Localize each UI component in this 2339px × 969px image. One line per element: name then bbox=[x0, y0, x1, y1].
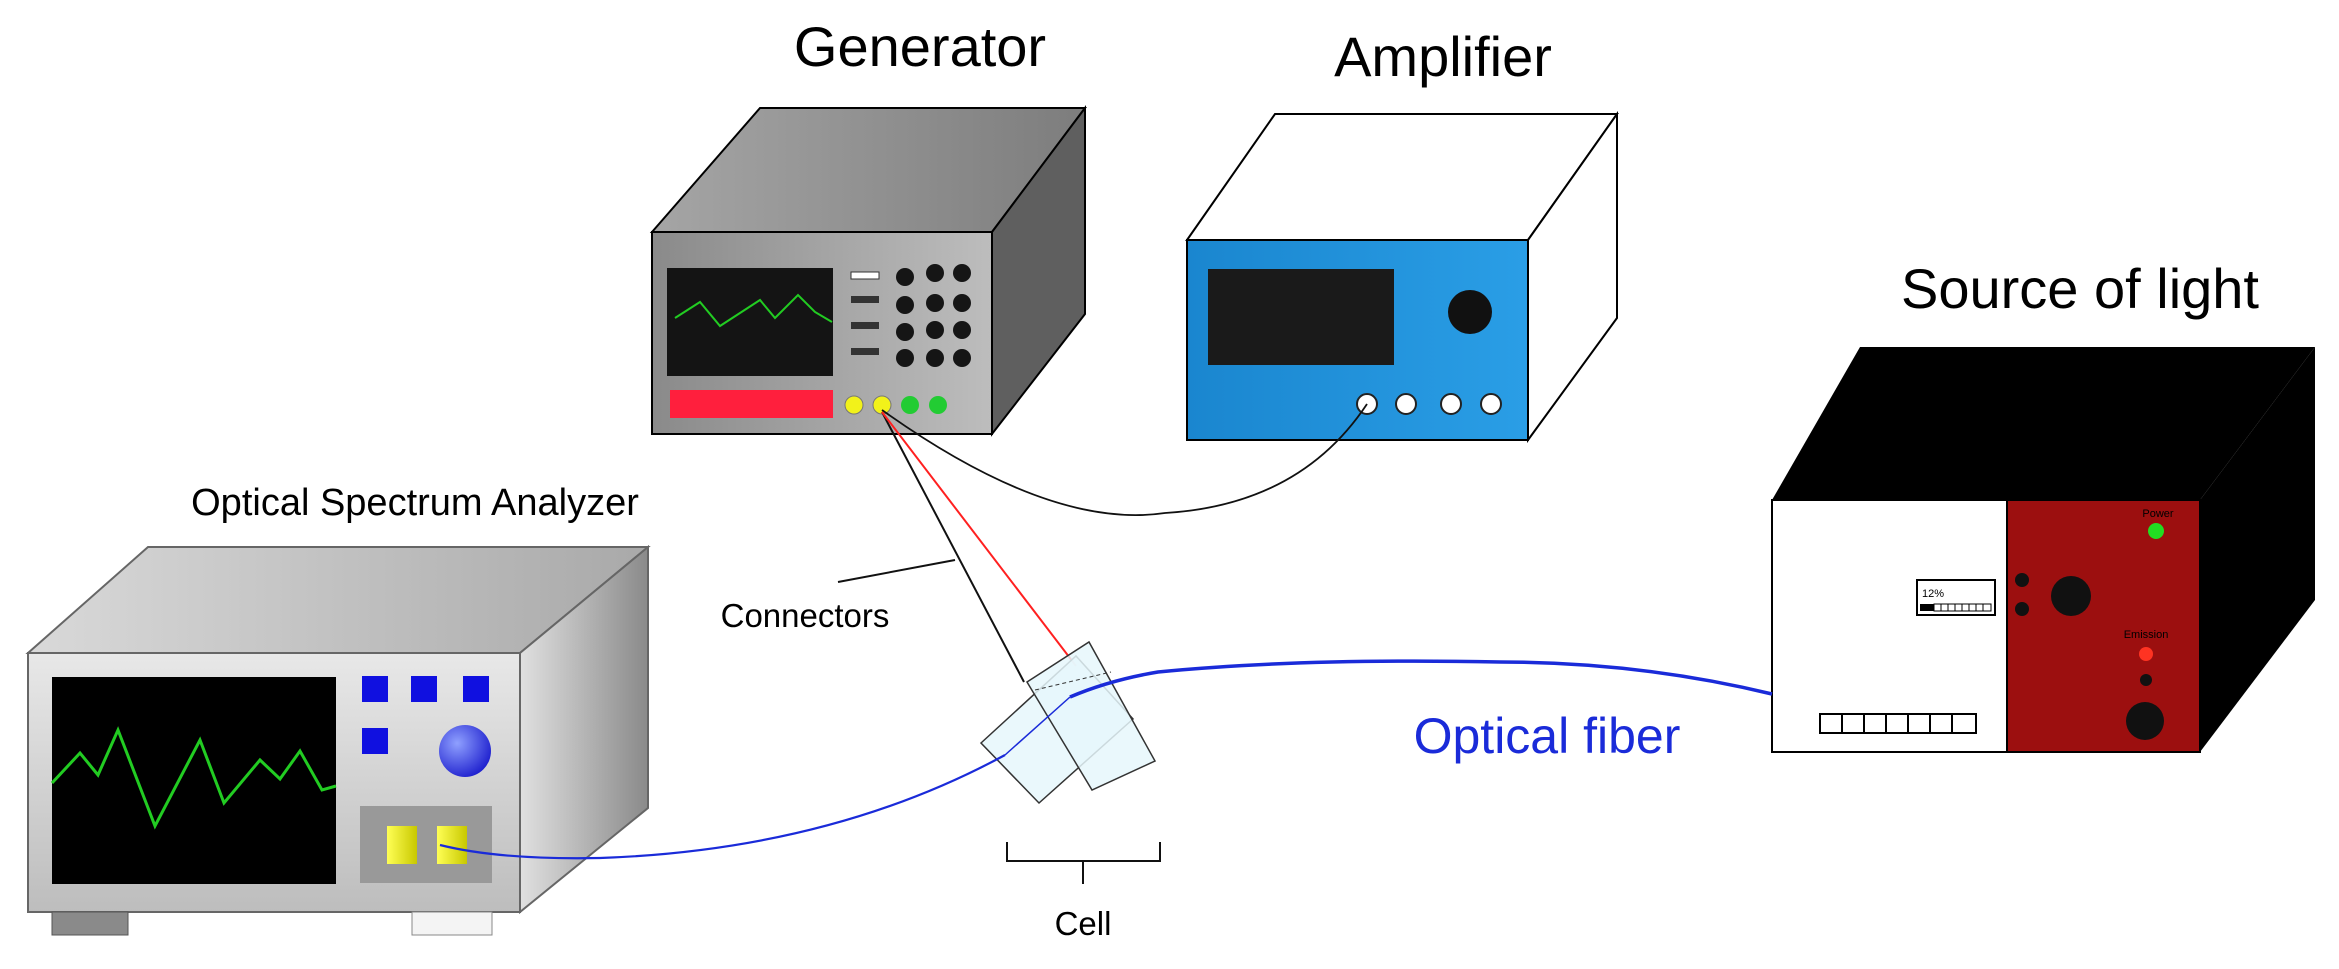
power-meter-fill bbox=[1920, 604, 1934, 611]
amplifier-screen bbox=[1208, 269, 1394, 365]
cell-label: Cell bbox=[1055, 905, 1112, 942]
optical-fiber-label: Optical fiber bbox=[1414, 708, 1681, 764]
osa-screen bbox=[52, 677, 336, 884]
cell bbox=[979, 640, 1157, 805]
generator-green-connector-1 bbox=[901, 396, 919, 414]
generator-title: Generator bbox=[794, 15, 1046, 78]
osa-button-1 bbox=[362, 676, 388, 702]
key-dot bbox=[926, 264, 944, 282]
osa-foot-right bbox=[411, 911, 493, 936]
amplifier-connector bbox=[1440, 393, 1462, 415]
connectors-label: Connectors bbox=[721, 597, 890, 634]
generator-green-connector-2 bbox=[929, 396, 947, 414]
optical-fiber-cell-to-osa bbox=[439, 754, 1006, 860]
cell-window-vertical bbox=[1025, 640, 1157, 791]
generator-slot-2 bbox=[851, 296, 879, 303]
key-dot bbox=[926, 294, 944, 312]
generator-output-connector-2 bbox=[872, 395, 892, 415]
key-dot bbox=[896, 323, 914, 341]
power-label: Power bbox=[2142, 508, 2174, 520]
source-small-button-1 bbox=[2015, 573, 2029, 587]
generator-red-bar bbox=[670, 390, 833, 418]
key-dot bbox=[953, 264, 971, 282]
generator-device bbox=[649, 105, 1087, 437]
power-meter-value: 12% bbox=[1922, 588, 1944, 600]
key-dot bbox=[953, 294, 971, 312]
emission-label: Emission bbox=[2124, 629, 2169, 641]
key-dot bbox=[926, 349, 944, 367]
osa-input-panel bbox=[360, 806, 492, 883]
key-dot bbox=[926, 321, 944, 339]
source-connector-strip bbox=[1819, 713, 1977, 734]
key-dot bbox=[953, 321, 971, 339]
amplifier-title: Amplifier bbox=[1334, 25, 1552, 88]
source-red-panel bbox=[2006, 499, 2201, 753]
key-dot bbox=[896, 349, 914, 367]
waveform-display-icon bbox=[674, 293, 833, 328]
emission-led bbox=[2139, 647, 2153, 661]
amplifier-knob bbox=[1448, 290, 1492, 334]
generator-slot-1 bbox=[850, 271, 880, 280]
generator-amplifier-cable bbox=[881, 403, 1368, 516]
emission-button bbox=[2140, 674, 2152, 686]
osa-knob bbox=[439, 725, 491, 777]
osa-device bbox=[25, 544, 651, 936]
generator-slot-4 bbox=[851, 348, 879, 355]
source-white-panel bbox=[1771, 499, 2008, 753]
connectors-pointer-line bbox=[837, 559, 956, 583]
key-dot bbox=[896, 268, 914, 286]
generator-output-connector-1 bbox=[844, 395, 864, 415]
generator-keypad bbox=[896, 264, 971, 367]
cell-inner-edge bbox=[1034, 671, 1112, 691]
key-dot bbox=[896, 296, 914, 314]
spectrum-display-icon bbox=[50, 726, 337, 830]
power-meter-scale bbox=[1933, 603, 1992, 612]
source-of-light-title: Source of light bbox=[1901, 257, 2259, 320]
amplifier-connector bbox=[1480, 393, 1502, 415]
power-led bbox=[2148, 523, 2164, 539]
osa-foot-left bbox=[51, 911, 129, 936]
source-side bbox=[2200, 347, 2315, 752]
osa-button-3 bbox=[463, 676, 489, 702]
emission-key bbox=[2126, 702, 2164, 740]
amplifier-connector bbox=[1395, 393, 1417, 415]
source-top bbox=[1772, 347, 2315, 500]
generator-screen bbox=[667, 268, 833, 376]
connector-wire-black bbox=[881, 411, 1025, 683]
osa-title: Optical Spectrum Analyzer bbox=[191, 482, 639, 524]
source-power-knob bbox=[2051, 576, 2091, 616]
osa-button-4 bbox=[362, 728, 388, 754]
optical-fiber-through-cell bbox=[1004, 696, 1071, 756]
source-small-button-2 bbox=[2015, 602, 2029, 616]
light-source-device: 12% Power Emission bbox=[1771, 347, 2315, 753]
optical-fiber-source-to-cell bbox=[1069, 659, 1773, 699]
osa-input-port-1 bbox=[387, 826, 417, 864]
key-dot bbox=[953, 349, 971, 367]
connector-wire-red bbox=[881, 411, 1077, 667]
amplifier-device bbox=[1185, 110, 1619, 444]
osa-button-2 bbox=[411, 676, 437, 702]
cell-bracket bbox=[1006, 842, 1161, 862]
generator-slot-3 bbox=[851, 322, 879, 329]
